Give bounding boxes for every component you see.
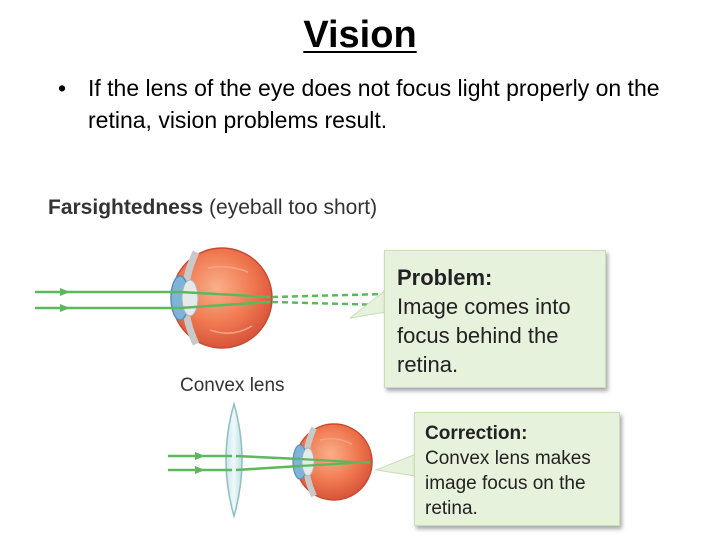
- correction-text: Convex lens makes image focus on the ret…: [425, 448, 591, 519]
- correction-heading: Correction:: [425, 423, 528, 444]
- problem-callout: Problem: Image comes into focus behind t…: [384, 250, 606, 388]
- convex-lens-icon: [225, 401, 243, 519]
- correction-callout-pointer: [374, 453, 417, 477]
- slide-title: Vision: [303, 14, 417, 56]
- eye-farsighted-icon: [170, 247, 273, 349]
- light-rays-farsighted: [35, 288, 385, 312]
- problem-text: Image comes into focus behind the retina…: [397, 294, 571, 377]
- eye-corrected-icon: [292, 423, 373, 501]
- convex-lens-label: Convex lens: [180, 375, 285, 396]
- light-rays-corrected: [168, 452, 371, 474]
- diagram-heading-rest: (eyeball too short): [203, 196, 378, 219]
- diagram-heading-bold: Farsightedness: [48, 196, 204, 219]
- bullet-marker: •: [58, 75, 67, 101]
- problem-heading: Problem:: [397, 265, 493, 290]
- bullet-text: If the lens of the eye does not focus li…: [88, 75, 660, 133]
- diagram-heading: Farsightedness (eyeball too short): [48, 196, 377, 220]
- bullet-point: • If the lens of the eye does not focus …: [58, 72, 678, 136]
- correction-callout: Correction: Convex lens makes image focu…: [414, 412, 620, 526]
